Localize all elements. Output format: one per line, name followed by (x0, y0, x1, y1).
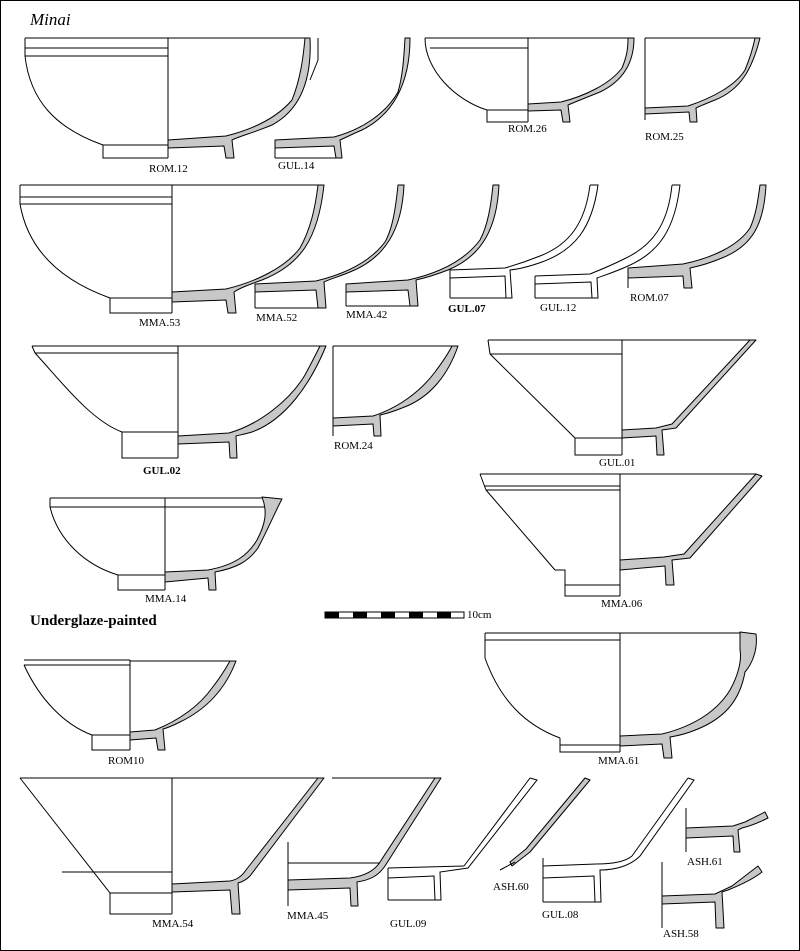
vessel-rom-25 (644, 37, 761, 123)
vessel-mma-53 (19, 184, 325, 314)
scale-label: 10cm (467, 609, 492, 621)
vessel-label: ASH.58 (663, 928, 699, 940)
vessel-mma-14 (49, 496, 283, 591)
vessel-label: ROM.07 (630, 292, 669, 304)
vessel-label: MMA.54 (152, 918, 194, 930)
vessel-label: GUL.14 (278, 160, 315, 172)
scale-bar (324, 611, 465, 619)
vessel-mma-52 (254, 184, 405, 309)
vessel-mma-54 (19, 777, 325, 915)
vessel-rom10 (23, 659, 237, 751)
vessel-rom-24 (332, 345, 459, 437)
vessel-gul-09 (387, 777, 538, 901)
vessel-label: MMA.06 (601, 598, 643, 610)
vessel-label: ROM10 (108, 755, 145, 767)
vessel-label: GUL.12 (540, 302, 577, 314)
vessel-label: ROM.25 (645, 131, 684, 143)
vessel-label: MMA.53 (139, 317, 181, 329)
vessel-label: ASH.61 (687, 856, 723, 868)
vessel-label: GUL.02 (143, 465, 181, 477)
vessel-rom-12 (24, 37, 311, 159)
vessel-mma-06 (479, 473, 763, 597)
vessel-rom-07 (627, 184, 767, 289)
vessel-label: GUL.08 (542, 909, 579, 921)
vessel-gul-02 (31, 345, 327, 459)
vessel-label: MMA.61 (598, 755, 640, 767)
vessel-label: MMA.14 (145, 593, 187, 605)
vessel-label: MMA.52 (256, 312, 298, 324)
vessel-gul-12 (534, 184, 681, 299)
vessel-label: ROM.24 (334, 440, 373, 452)
vessel-label: MMA.42 (346, 309, 388, 321)
vessel-label: MMA.45 (287, 910, 329, 922)
vessel-ash-60 (499, 777, 591, 871)
vessel-rom-26 (424, 37, 635, 123)
minai-heading: Minai (30, 10, 71, 29)
vessel-mma-45 (287, 777, 442, 907)
vessel-label: ASH.60 (493, 881, 529, 893)
vessel-label: ROM.12 (149, 163, 188, 175)
vessel-label: GUL.07 (448, 303, 486, 315)
vessel-mma-42 (345, 184, 500, 307)
vessel-gul-07 (449, 184, 599, 299)
vessel-ash-58 (661, 862, 763, 929)
vessel-label: ROM.26 (508, 123, 547, 135)
vessel-gul-14 (274, 37, 411, 159)
vessel-label: GUL.09 (390, 918, 427, 930)
underglaze-painted-heading: Underglaze-painted (30, 613, 157, 629)
vessel-label: GUL.01 (599, 457, 636, 469)
vessel-mma-61 (484, 631, 757, 759)
vessel-gul-01 (487, 339, 757, 456)
vessel-gul-08 (542, 777, 695, 903)
vessel-ash-61 (685, 808, 769, 853)
